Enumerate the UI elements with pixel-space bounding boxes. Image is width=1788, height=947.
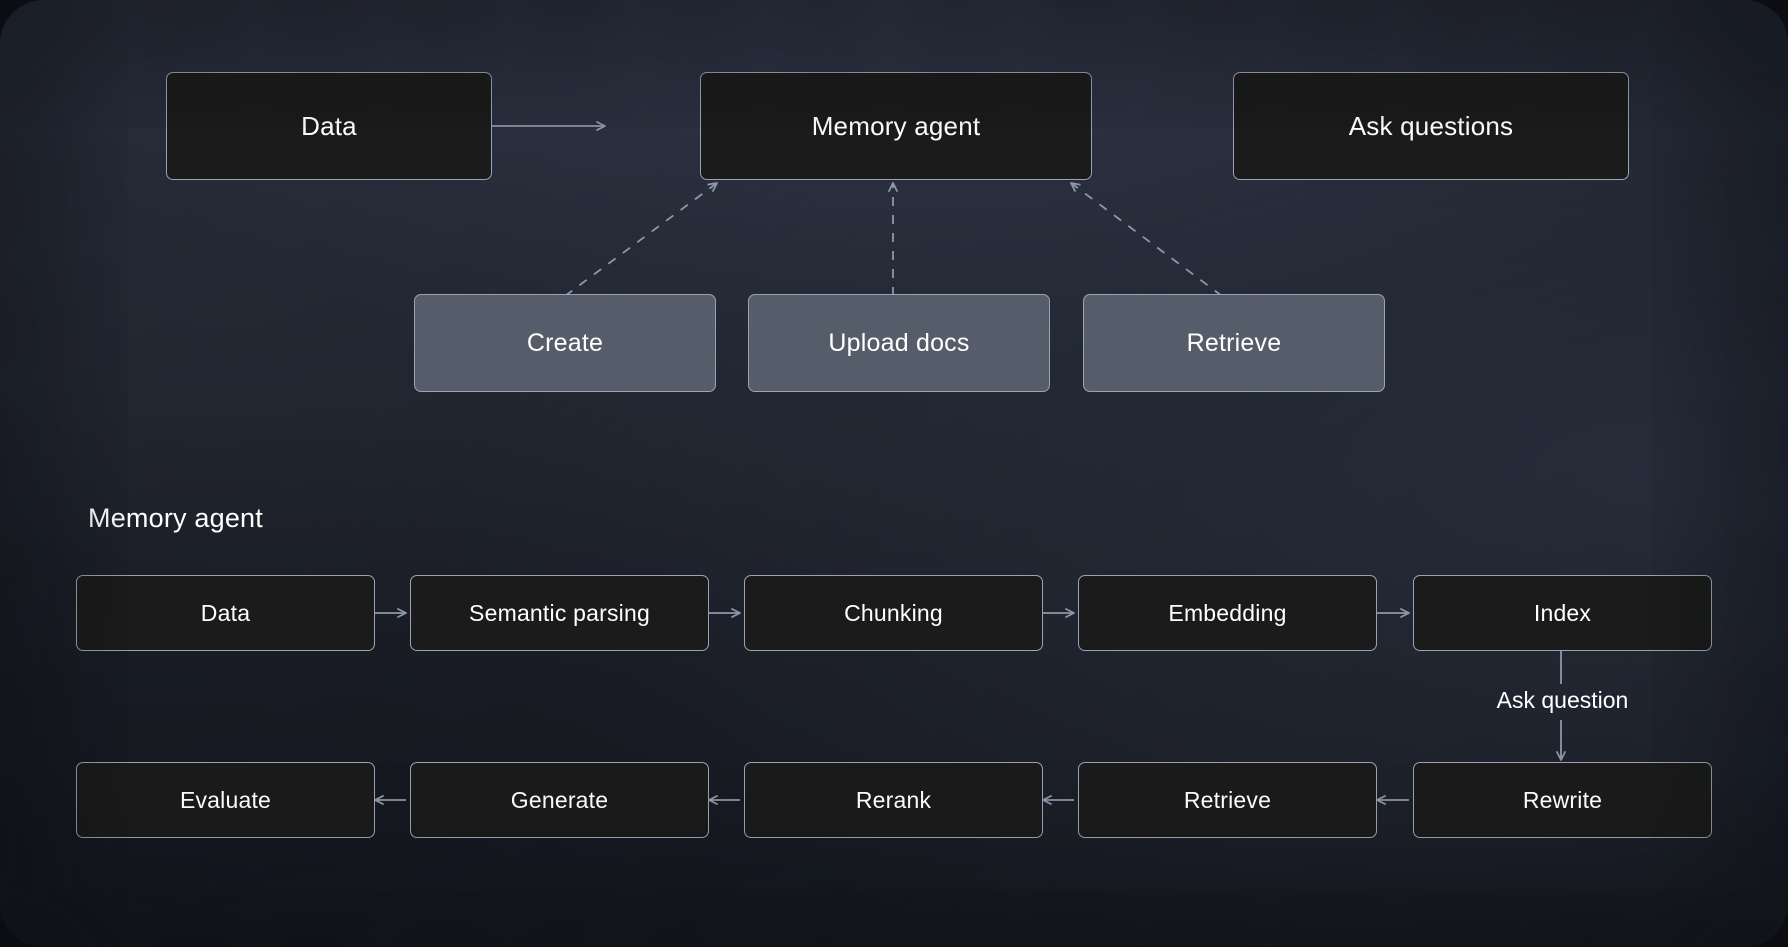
node-pipeline-index[interactable]: Index <box>1413 575 1712 651</box>
node-label: Embedding <box>1168 599 1287 626</box>
node-label: Ask questions <box>1348 110 1514 141</box>
node-label: Data <box>301 110 357 141</box>
node-data-top[interactable]: Data <box>166 72 492 180</box>
node-label: Upload docs <box>828 328 970 357</box>
node-upload-docs[interactable]: Upload docs <box>748 294 1050 392</box>
node-pipeline-embedding[interactable]: Embedding <box>1078 575 1377 651</box>
node-pipeline-evaluate[interactable]: Evaluate <box>76 762 375 838</box>
node-label: Retrieve <box>1183 786 1272 813</box>
node-label: Generate <box>510 786 609 813</box>
node-pipeline-rerank[interactable]: Rerank <box>744 762 1043 838</box>
node-memory-agent[interactable]: Memory agent <box>700 72 1092 180</box>
node-label: Index <box>1533 599 1592 626</box>
node-label: Data <box>200 599 251 626</box>
edge-retrieve-to-memory-agent <box>1070 182 1223 297</box>
node-pipeline-semantic-parsing[interactable]: Semantic parsing <box>410 575 709 651</box>
node-label: Semantic parsing <box>469 599 650 626</box>
node-label: Chunking <box>844 599 943 626</box>
edge-create-to-memory-agent <box>564 182 718 297</box>
node-label: Evaluate <box>179 786 272 813</box>
node-pipeline-rewrite[interactable]: Rewrite <box>1413 762 1712 838</box>
node-label: Rewrite <box>1522 786 1603 813</box>
node-pipeline-data[interactable]: Data <box>76 575 375 651</box>
node-retrieve-capability[interactable]: Retrieve <box>1083 294 1385 392</box>
node-label: Create <box>526 328 604 357</box>
node-ask-questions[interactable]: Ask questions <box>1233 72 1629 180</box>
node-label: Memory agent <box>811 110 981 141</box>
node-pipeline-retrieve[interactable]: Retrieve <box>1078 762 1377 838</box>
node-pipeline-generate[interactable]: Generate <box>410 762 709 838</box>
node-pipeline-chunking[interactable]: Chunking <box>744 575 1043 651</box>
section-title-memory-agent: Memory agent <box>88 503 263 533</box>
node-label: Rerank <box>855 786 932 813</box>
edge-label-ask-question: Ask question <box>1496 687 1629 713</box>
node-label: Retrieve <box>1186 328 1282 357</box>
node-create[interactable]: Create <box>414 294 716 392</box>
